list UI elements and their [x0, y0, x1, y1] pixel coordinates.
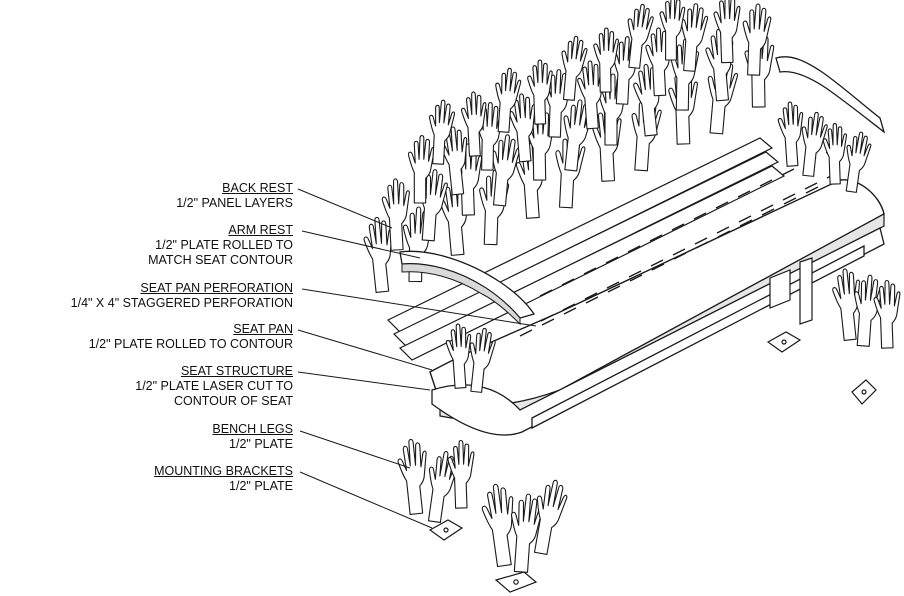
- perforation-slot: [783, 197, 797, 205]
- hand-panel: [460, 91, 487, 157]
- perforation-slot: [563, 307, 577, 315]
- perforation-slot: [759, 179, 773, 187]
- callout-title: SEAT PAN: [233, 322, 293, 336]
- mounting-brackets: [428, 331, 877, 593]
- hand-panel: [527, 59, 553, 125]
- hand-panel: [873, 279, 901, 349]
- perforation-slot: [607, 285, 621, 293]
- perforation-slot: [781, 168, 795, 176]
- perforation-slot: [672, 248, 686, 256]
- perforation-slot: [716, 226, 730, 234]
- callout-back-rest: BACK REST 1/2" PANEL LAYERS: [176, 181, 293, 211]
- hand-panel: [822, 123, 847, 185]
- hand-panel: [627, 3, 654, 69]
- perforation-slot: [627, 245, 641, 253]
- perforation-slot: [540, 314, 554, 322]
- perforation-slot: [782, 193, 796, 201]
- hand-panel: [397, 438, 427, 515]
- perforation-slot: [695, 241, 709, 249]
- hand-panel: [381, 178, 410, 251]
- perforation-slot: [760, 204, 774, 212]
- arm-rest-right: [775, 56, 886, 134]
- perforation-slot: [519, 329, 533, 337]
- callout-arm-rest: ARM REST 1/2" PLATE ROLLED TO MATCH SEAT…: [148, 223, 293, 268]
- perforation-slot: [649, 234, 663, 242]
- hand-panel: [659, 0, 686, 61]
- hand-panel: [742, 3, 772, 76]
- back-rest-hand-panels: [363, 0, 775, 293]
- callout-spec: CONTOUR OF SEAT: [174, 394, 293, 408]
- perforation-slot: [583, 267, 597, 275]
- callout-spec: MATCH SEAT CONTOUR: [148, 253, 293, 267]
- callout-spec: 1/2" PANEL LAYERS: [176, 196, 293, 210]
- perforation-slot: [805, 186, 819, 194]
- perforation-slot: [629, 274, 643, 282]
- callout-bench-legs: BENCH LEGS 1/2" PLATE: [212, 422, 293, 452]
- callout-title: SEAT STRUCTURE: [180, 364, 293, 378]
- callout-title: MOUNTING BRACKETS: [154, 464, 293, 478]
- callout-spec: 1/2" PLATE: [229, 479, 293, 493]
- perforation-slot: [650, 259, 664, 267]
- perforation-slot: [739, 219, 753, 227]
- hand-panel: [533, 479, 568, 556]
- callout-spec: 1/2" PLATE ROLLED TO: [155, 238, 293, 252]
- perforation-slot: [673, 252, 687, 260]
- perforation-slot: [715, 201, 729, 209]
- perforation-slot: [606, 281, 620, 289]
- hand-panel: [593, 27, 619, 93]
- leader-lines: [297, 188, 537, 529]
- perforation-slot: [694, 237, 708, 245]
- perforation-slot: [562, 303, 576, 311]
- perforation-slot: [804, 182, 818, 190]
- callout-spec: 1/2" PLATE ROLLED TO CONTOUR: [88, 337, 293, 351]
- bench-leg-hand-panels: [397, 323, 568, 573]
- arm-rest-left: [399, 250, 536, 326]
- callout-seat-structure: SEAT STRUCTURE 1/2" PLATE LASER CUT TO C…: [135, 364, 293, 409]
- rear-leg-supports: [769, 257, 813, 325]
- callout-title: BENCH LEGS: [212, 422, 293, 436]
- hand-panel: [777, 101, 804, 167]
- hand-panel: [713, 0, 741, 64]
- callout-title: SEAT PAN PERFORATION: [140, 281, 293, 295]
- callout-title: ARM REST: [228, 223, 293, 237]
- hand-panel: [469, 327, 496, 393]
- perforation-slot: [693, 212, 707, 220]
- hand-panel: [561, 35, 588, 101]
- callout-seat-pan: SEAT PAN 1/2" PLATE ROLLED TO CONTOUR: [89, 322, 293, 352]
- perforation-slot: [561, 278, 575, 286]
- hand-panel: [495, 67, 522, 133]
- perforation-slot: [761, 208, 775, 216]
- callout-mounting-brackets: MOUNTING BRACKETS 1/2" PLATE: [154, 464, 293, 494]
- callout-spec: 1/2" PLATE LASER CUT TO: [135, 379, 293, 393]
- callout-title: BACK REST: [222, 181, 293, 195]
- perforation-slot: [737, 190, 751, 198]
- perforation-slot: [584, 292, 598, 300]
- perforation-slot: [628, 270, 642, 278]
- hand-panel: [427, 451, 458, 523]
- perforation-slot: [717, 230, 731, 238]
- hand-panel: [845, 131, 872, 193]
- perforation-slot: [605, 256, 619, 264]
- perforation-slot: [671, 223, 685, 231]
- hand-panel: [801, 111, 828, 177]
- perforation-slot: [541, 318, 555, 326]
- hand-panel: [447, 439, 475, 509]
- right-side-hand-panels: [777, 101, 901, 349]
- perforation-slot: [651, 263, 665, 271]
- hand-panel: [429, 99, 455, 165]
- callout-seat-pan-perforation: SEAT PAN PERFORATION 1/4" X 4" STAGGERED…: [71, 281, 293, 311]
- callout-spec: 1/4" X 4" STAGGERED PERFORATION: [70, 296, 293, 310]
- hand-panel: [445, 323, 472, 389]
- hand-panel: [832, 268, 860, 341]
- callout-spec: 1/2" PLATE: [229, 437, 293, 451]
- perforation-slot: [585, 296, 599, 304]
- perforation-slot: [539, 289, 553, 297]
- perforation-slot: [738, 215, 752, 223]
- hand-panel: [481, 483, 514, 568]
